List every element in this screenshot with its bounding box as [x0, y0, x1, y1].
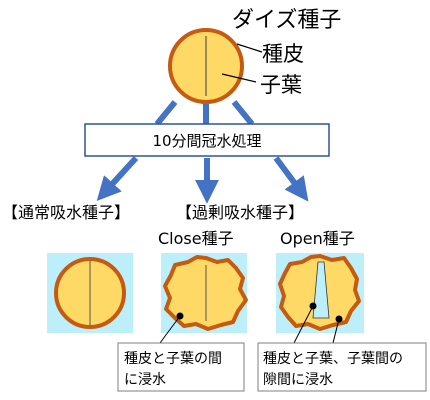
upper-arrow-left	[154, 100, 178, 126]
label-close: Close種子	[158, 229, 234, 248]
callout-open-line-2: 隙間に浸水	[263, 372, 333, 388]
callout-close-line-1: 種皮と子葉の間	[124, 351, 222, 367]
label-cotyledon: 子葉	[260, 73, 302, 97]
label-coat: 種皮	[262, 42, 304, 66]
callout-close-line-2: に浸水	[124, 372, 166, 388]
callout-close-leader	[159, 315, 181, 344]
top-seed	[168, 28, 244, 104]
group-excess-label: 【過剰吸水種子】	[176, 203, 304, 222]
upper-arrow-right	[231, 100, 255, 126]
close-seed-panel	[161, 253, 248, 333]
callout-close-box	[117, 342, 245, 392]
open-seed-panel	[276, 253, 364, 333]
label-open: Open種子	[280, 229, 355, 248]
callout-open-box	[257, 342, 427, 392]
coat-leader-line	[236, 43, 263, 53]
group-normal-label: 【通常吸水種子】	[2, 203, 130, 222]
lower-arrow-right	[273, 156, 309, 202]
lower-arrow-left	[96, 155, 139, 201]
callout-open-line-1: 種皮と子葉、子葉間の	[263, 351, 403, 367]
callout-open-leader-2	[332, 318, 340, 344]
process-box-text: 10分間冠水処理	[152, 132, 261, 150]
process-box	[84, 123, 330, 157]
callout-open-leader-1	[293, 305, 314, 344]
normal-seed-panel	[47, 253, 133, 333]
cotyledon-leader-line	[221, 73, 257, 83]
title: ダイズ種子	[232, 8, 341, 33]
